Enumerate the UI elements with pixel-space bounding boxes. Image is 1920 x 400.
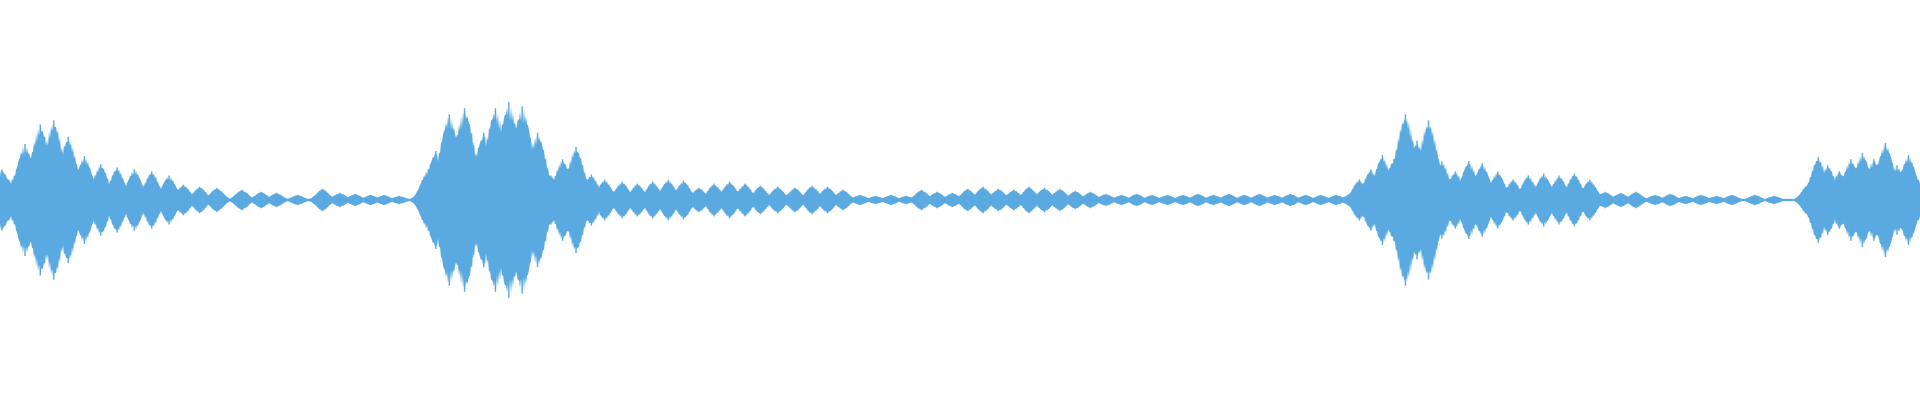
waveform-envelope	[0, 102, 1920, 298]
waveform-fill	[0, 104, 1920, 296]
